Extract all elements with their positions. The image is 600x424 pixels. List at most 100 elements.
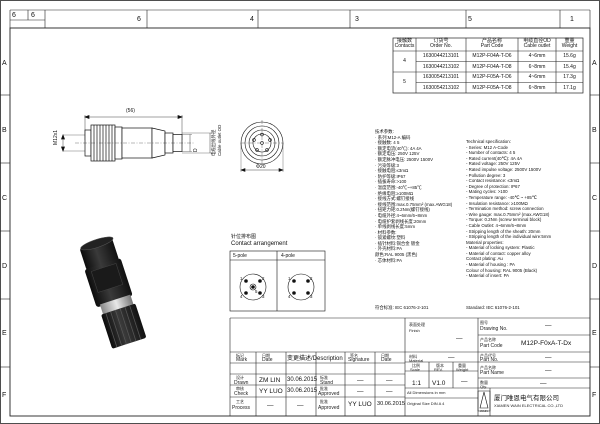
- frame-row-b: B: [2, 127, 7, 134]
- process-date: —: [297, 402, 304, 409]
- check-cn: 审核: [236, 386, 244, 391]
- approved-date: —: [386, 388, 393, 395]
- frame-row-b-r: B: [592, 127, 597, 134]
- spec-cn-line: 技术参数:: [375, 129, 394, 134]
- drawn-en: Drawn: [234, 380, 249, 386]
- spec-en-line: - Rated voltage: 250V 125V: [466, 161, 520, 167]
- drawing-no-en: Drawing No.: [480, 326, 508, 332]
- finish-cn: 表面处理: [409, 322, 425, 327]
- spec-en-line: Material properties:: [466, 239, 504, 245]
- spec-en-line: - Mating cycles: >100: [466, 189, 508, 195]
- process-en: Process: [232, 405, 251, 411]
- qty-en: Qty.: [480, 384, 488, 389]
- spec-cn-line: · 芯体材料:PA: [375, 257, 402, 263]
- process-name: —: [267, 402, 274, 409]
- scale-cn: 比例: [412, 363, 420, 368]
- rev-date-cn: 日期: [262, 353, 270, 358]
- spec-cn-line: · 接触数: 4 5: [375, 140, 400, 146]
- standard-cn: 符合标准: IEC 61076-2-101: [375, 305, 429, 310]
- finish-value: —: [456, 335, 463, 342]
- frame-col-6: 6: [12, 12, 16, 19]
- spec-cn-line: · 材料参数:: [375, 229, 397, 235]
- spec-cn-line: · 额定电压: 250V 125V: [375, 151, 420, 157]
- approved-value: —: [357, 388, 364, 395]
- spec-en-line: Colour of housing: RAL 9005 (Black): [466, 267, 538, 273]
- drawn-date: 30.06.2015: [287, 377, 318, 383]
- rev-sign-cn: 签名: [350, 353, 358, 358]
- frame-row-a-r: A: [592, 60, 597, 67]
- stand-date: —: [386, 377, 393, 384]
- stand-en: Stand: [320, 380, 334, 386]
- pin-label: 1: [240, 276, 243, 281]
- contact-title-cn: 针位排布图: [231, 234, 257, 240]
- spec-en-line: - Stripping length of the sheath: 20mm: [466, 228, 541, 234]
- rev-date2-cn: 日期: [381, 353, 389, 358]
- part-code: M12P-F04A-T-D8: [472, 63, 512, 70]
- spec-cn-line: 颜色:RAL 9005 (黑色): [375, 252, 418, 258]
- order-no: 1630054213101: [422, 74, 460, 80]
- stand-value: —: [357, 377, 364, 384]
- spec-en-line: - Insulation resistance: ≥100MΩ: [466, 200, 528, 206]
- spec-cn-line: · 插针材料:铜合金 镀金: [375, 240, 420, 246]
- spec-en-line: - Material of locking system: Plastic: [466, 245, 535, 251]
- spec-en-line: Contact plating: Au: [466, 256, 503, 262]
- front-dia-label: Φ20: [256, 164, 266, 170]
- spec-cn-line: · 接线方式:螺钉接线: [375, 196, 415, 202]
- pole4-label: 4-pole: [281, 253, 295, 259]
- approved2-value: YY LUO: [348, 401, 372, 408]
- frame-row-a: A: [2, 60, 7, 67]
- frame-col-5: 6: [137, 16, 141, 23]
- drawn-cn: 设计: [236, 375, 244, 380]
- weight-cn: 重量: [458, 363, 466, 368]
- dim-note-2: Original Size DIN A 4: [407, 401, 445, 406]
- spec-en-line: - Contact resistance: ≤3mΩ: [466, 178, 520, 184]
- company-en: XIAMEN WAIN ELECTRICAL CO.,LTD: [494, 403, 563, 408]
- part-code: M12P-F05A-T-D6: [472, 74, 512, 80]
- spec-cn-line: · 额定脉冲电压: 2500V 1500V: [375, 156, 434, 162]
- order-no: 1630054213102: [422, 84, 460, 91]
- rev-en: REV.: [434, 367, 443, 372]
- rev-mark-cn: 标记: [236, 353, 244, 358]
- header-contacts-cn: 接触数: [396, 38, 412, 44]
- process-cn: 工艺: [236, 399, 244, 404]
- weight: 17.3g: [563, 74, 576, 80]
- check-en: Check: [234, 391, 249, 397]
- drawn-name: ZM LIN: [259, 377, 281, 384]
- header-cable-cn: 电缆直径OD: [523, 38, 551, 44]
- rev-date-en: Date: [262, 357, 273, 363]
- pin-label: 3: [262, 294, 265, 299]
- frame-col-4: 4: [250, 16, 254, 23]
- header-order-en: Order No.: [430, 43, 452, 49]
- rev-mark-en: Mark: [236, 357, 248, 363]
- material-value: —: [448, 354, 455, 361]
- header-contacts-en: Contacts: [394, 43, 415, 49]
- finish-en: Finish: [409, 328, 420, 333]
- check-name: YY LUO: [259, 388, 283, 395]
- part-name-en: Part Name: [480, 370, 504, 376]
- spec-cn-line: · 接线范围:max.0.75mm² (max.AWG18): [375, 201, 453, 207]
- spec-cn-block: 技术参数: · 系列:M12-A 编码 · 接触数: 4 5 · 额定电流(40…: [375, 129, 452, 263]
- material-en: Material: [409, 358, 424, 363]
- weight-en: Weight: [456, 367, 469, 372]
- header-part-cn: 产品名称: [481, 38, 502, 44]
- dim-note-1: All Dimensions in mm: [407, 390, 446, 395]
- spec-en-line: - Temperature range: -40℃ ~ +85℃: [466, 194, 537, 200]
- pin-label: 4: [240, 294, 243, 299]
- rev-value: V1.0: [432, 380, 446, 387]
- cable-od: 4~6mm: [528, 53, 546, 59]
- part-no-cn: 产品代号: [480, 353, 496, 358]
- frame-row-f-r: F: [592, 392, 597, 399]
- spec-cn-line: · 接触电阻:≤3mΩ: [375, 168, 409, 174]
- spec-cn-line: · 系列:M12-A 编码: [375, 134, 411, 140]
- rev-desc: 变更描述/Description: [287, 356, 343, 362]
- approved2-date: 30.06.2015: [377, 401, 405, 407]
- pin-label: 2: [262, 276, 265, 281]
- check-date: 30.06.2015: [287, 388, 318, 394]
- spec-en-line: - Material of housing : PA: [466, 262, 515, 268]
- spec-cn-line: · 电缆护套剥线长度:20mm: [375, 218, 427, 224]
